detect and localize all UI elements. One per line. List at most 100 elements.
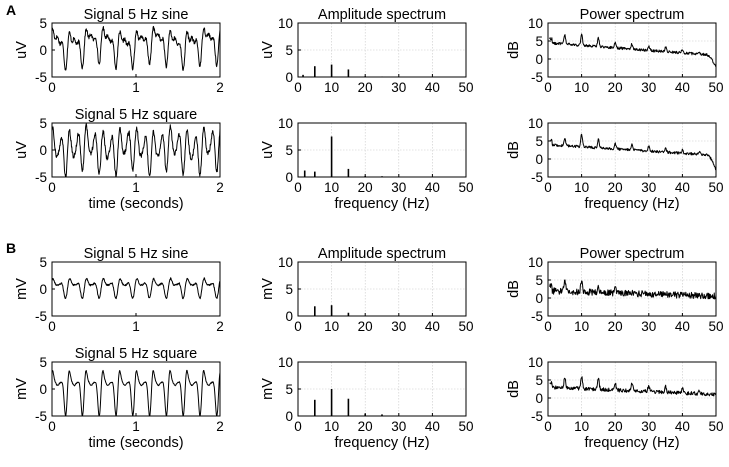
x-tick-label: 40: [675, 180, 690, 195]
y-tick-label: 5: [39, 355, 47, 370]
x-tick-label: 10: [324, 180, 339, 195]
y-tick-label: -5: [35, 70, 47, 85]
x-tick-label: 50: [708, 319, 723, 334]
x-tick-label: 2: [216, 419, 224, 434]
y-axis-label: mV: [14, 378, 30, 400]
x-tick-label: 20: [358, 80, 373, 95]
x-tick-label: 0: [544, 419, 552, 434]
x-tick-label: 40: [425, 319, 440, 334]
power-trace: [549, 376, 716, 397]
chart-title: Signal 5 Hz sine: [84, 7, 189, 23]
y-axis-label: uV: [14, 141, 30, 159]
x-tick-label: 20: [608, 180, 623, 195]
x-tick-label: 20: [608, 419, 623, 434]
axes-frame: [547, 361, 717, 417]
x-tick-label: 30: [391, 419, 406, 434]
x-tick-label: 20: [608, 319, 623, 334]
y-tick-label: 10: [278, 16, 293, 31]
x-tick-label: 10: [574, 180, 589, 195]
x-tick-label: 10: [324, 419, 339, 434]
x-tick-label: 50: [458, 319, 473, 334]
chart-title: Amplitude spectrum: [318, 7, 446, 23]
x-tick-label: 2: [216, 180, 224, 195]
y-tick-label: 10: [528, 255, 543, 270]
y-axis-label: mV: [260, 278, 276, 300]
x-tick-label: 30: [641, 319, 656, 334]
x-axis-label: frequency (Hz): [584, 196, 679, 212]
x-tick-label: 0: [48, 80, 56, 95]
y-tick-label: 0: [39, 282, 47, 297]
x-tick-label: 0: [294, 180, 302, 195]
x-tick-label: 50: [708, 180, 723, 195]
x-tick-label: 40: [675, 319, 690, 334]
x-tick-label: 50: [458, 180, 473, 195]
power-trace: [549, 133, 716, 171]
y-tick-label: 5: [535, 273, 543, 288]
x-tick-label: 2: [216, 80, 224, 95]
y-tick-label: -5: [531, 409, 543, 424]
axes-frame: [547, 122, 717, 178]
x-tick-label: 10: [324, 319, 339, 334]
y-tick-label: 10: [278, 355, 293, 370]
x-tick-label: 20: [608, 80, 623, 95]
chart-title: Amplitude spectrum: [318, 246, 446, 262]
x-axis-label: frequency (Hz): [334, 196, 429, 212]
x-axis-label: time (seconds): [88, 435, 183, 451]
axes-frame: [51, 361, 221, 417]
signal-trace: [52, 25, 220, 71]
x-tick-label: 1: [132, 80, 140, 95]
y-tick-label: 5: [39, 255, 47, 270]
y-tick-label: -5: [531, 170, 543, 185]
y-tick-label: 0: [285, 309, 293, 324]
x-tick-label: 30: [641, 80, 656, 95]
x-axis-label: frequency (Hz): [334, 435, 429, 451]
x-tick-label: 0: [294, 319, 302, 334]
y-axis-label: dB: [506, 380, 522, 398]
y-tick-label: 0: [39, 382, 47, 397]
x-tick-label: 0: [48, 319, 56, 334]
signal-trace: [52, 123, 220, 177]
x-tick-label: 0: [48, 419, 56, 434]
y-tick-label: 5: [535, 134, 543, 149]
x-tick-label: 0: [48, 180, 56, 195]
y-tick-label: 0: [285, 70, 293, 85]
y-tick-label: 10: [278, 255, 293, 270]
x-axis-label: frequency (Hz): [584, 435, 679, 451]
y-tick-label: 10: [528, 355, 543, 370]
x-tick-label: 40: [425, 80, 440, 95]
y-tick-label: 0: [39, 43, 47, 58]
y-tick-label: -5: [531, 309, 543, 324]
x-tick-label: 20: [358, 180, 373, 195]
x-tick-label: 1: [132, 319, 140, 334]
x-tick-label: 40: [425, 419, 440, 434]
y-tick-label: 0: [285, 409, 293, 424]
y-tick-label: 5: [285, 282, 293, 297]
x-tick-label: 50: [708, 419, 723, 434]
y-tick-label: 0: [285, 170, 293, 185]
x-axis-label: time (seconds): [88, 196, 183, 212]
axes-frame: [547, 261, 717, 317]
x-tick-label: 0: [544, 80, 552, 95]
y-tick-label: 0: [39, 143, 47, 158]
y-tick-label: 5: [285, 143, 293, 158]
y-tick-label: -5: [35, 170, 47, 185]
x-tick-label: 1: [132, 180, 140, 195]
signal-trace: [52, 277, 220, 300]
y-axis-label: uV: [14, 41, 30, 59]
x-tick-label: 40: [675, 419, 690, 434]
y-axis-label: dB: [506, 141, 522, 159]
y-tick-label: -5: [531, 70, 543, 85]
x-tick-label: 30: [641, 180, 656, 195]
x-tick-label: 30: [391, 180, 406, 195]
chart-title: Power spectrum: [580, 246, 685, 262]
